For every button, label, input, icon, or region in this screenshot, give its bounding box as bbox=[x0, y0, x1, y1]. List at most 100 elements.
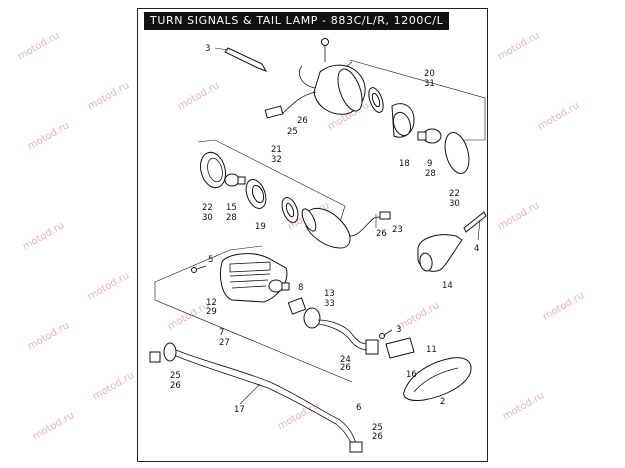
lamp-socket-19 bbox=[251, 184, 265, 204]
callout-21: 21 bbox=[271, 145, 282, 155]
lens-part-22 bbox=[207, 157, 223, 183]
callout-26: 26 bbox=[340, 363, 351, 373]
watermark-text: motod.ru bbox=[16, 30, 61, 62]
callout-5: 5 bbox=[208, 255, 213, 265]
watermark-text: motod.ru bbox=[536, 100, 581, 132]
wire-harness-middle bbox=[349, 215, 385, 237]
callout-3: 3 bbox=[396, 325, 401, 335]
callout-17: 17 bbox=[234, 405, 245, 415]
lens-part-22 bbox=[444, 132, 470, 174]
callout-27: 27 bbox=[219, 338, 230, 348]
callout-4: 4 bbox=[474, 244, 479, 254]
wire-harness-upper bbox=[281, 65, 317, 115]
callout-22: 22 bbox=[202, 203, 213, 213]
watermark-text: motod.ru bbox=[541, 290, 586, 322]
callout-12: 12 bbox=[206, 298, 217, 308]
callout-30: 30 bbox=[449, 199, 460, 209]
connector-part-24 bbox=[365, 339, 379, 355]
wire-harness-17 bbox=[175, 349, 357, 445]
callout-13: 13 bbox=[324, 289, 335, 299]
callout-33: 33 bbox=[324, 299, 335, 309]
callout-25: 25 bbox=[372, 423, 383, 433]
connector-part-25 bbox=[349, 441, 363, 453]
bulb-part-15 bbox=[224, 173, 240, 187]
watermark-text: motod.ru bbox=[166, 300, 211, 332]
cover-part-14 bbox=[419, 252, 433, 272]
callout-28: 28 bbox=[425, 169, 436, 179]
mounting-ring bbox=[285, 202, 295, 218]
lamp-socket-13 bbox=[303, 307, 321, 329]
callout-28: 28 bbox=[226, 213, 237, 223]
lens-part-22 bbox=[200, 151, 226, 189]
callout-3: 3 bbox=[205, 44, 210, 54]
leader-line bbox=[214, 47, 229, 51]
connector-part-23 bbox=[379, 211, 391, 220]
bulb-part-15 bbox=[237, 176, 246, 185]
license-bracket-2 bbox=[413, 367, 459, 393]
watermark-text: motod.ru bbox=[276, 400, 321, 432]
callout-25: 25 bbox=[170, 371, 181, 381]
group-bracket-21-32 bbox=[197, 139, 346, 223]
pin-part-4 bbox=[463, 211, 487, 233]
leader-line bbox=[477, 219, 481, 241]
watermark-text: motod.ru bbox=[31, 410, 76, 442]
connector-part-25 bbox=[149, 351, 161, 363]
lamp-socket-13 bbox=[287, 297, 307, 315]
watermark-text: motod.ru bbox=[86, 270, 131, 302]
callout-labels: 3 20 31 26 25 21 32 18 9 28 22 30 22 30 … bbox=[170, 44, 479, 442]
callout-6: 6 bbox=[356, 403, 361, 413]
callout-29: 29 bbox=[206, 307, 217, 317]
callout-19: 19 bbox=[255, 222, 266, 232]
turn-signal-housing-middle bbox=[301, 208, 317, 232]
bracket-part-16 bbox=[385, 337, 415, 359]
wire-harness-tail bbox=[317, 323, 369, 351]
watermark-text: motod.ru bbox=[26, 320, 71, 352]
grommet-part-25 bbox=[163, 342, 177, 362]
callout-7: 7 bbox=[219, 328, 224, 338]
screw-part-3 bbox=[224, 47, 268, 72]
bulb-part-8 bbox=[268, 279, 284, 293]
wire-harness-tail bbox=[317, 319, 369, 345]
callout-20: 20 bbox=[424, 69, 435, 79]
callout-14: 14 bbox=[442, 281, 453, 291]
watermark-text: motod.ru bbox=[501, 390, 546, 422]
license-bracket-2 bbox=[403, 357, 472, 401]
callout-8: 8 bbox=[298, 283, 303, 293]
callout-11: 11 bbox=[426, 345, 437, 355]
watermark-text: motod.ru bbox=[496, 200, 541, 232]
lamp-socket-18 bbox=[392, 111, 412, 137]
screw-part-3 bbox=[379, 333, 385, 339]
callout-32: 32 bbox=[271, 155, 282, 165]
callout-24: 24 bbox=[340, 355, 351, 365]
callout-30: 30 bbox=[202, 213, 213, 223]
callout-16: 16 bbox=[406, 370, 417, 380]
turn-signal-housing-middle bbox=[305, 207, 351, 249]
leader-line bbox=[239, 383, 261, 405]
watermark-layer: motod.ru motod.ru motod.ru motod.ru moto… bbox=[16, 30, 586, 442]
tail-lamp-lens-12 bbox=[219, 253, 288, 303]
callout-31: 31 bbox=[424, 79, 435, 89]
connector-part-25 bbox=[264, 105, 284, 119]
callout-23: 23 bbox=[392, 225, 403, 235]
group-bracket-20-31 bbox=[349, 59, 486, 141]
diagram-title: TURN SIGNALS & TAIL LAMP - 883C/L/R, 120… bbox=[144, 12, 450, 30]
mounting-ring bbox=[371, 92, 381, 108]
callout-2: 2 bbox=[440, 397, 445, 407]
watermark-text: motod.ru bbox=[86, 80, 131, 112]
watermark-text: motod.ru bbox=[176, 80, 221, 112]
watermark-text: motod.ru bbox=[396, 300, 441, 332]
callout-9: 9 bbox=[427, 159, 432, 169]
watermark-text: motod.ru bbox=[496, 30, 541, 62]
turn-signal-housing-upper bbox=[337, 68, 363, 112]
watermark-text: motod.ru bbox=[26, 120, 71, 152]
callout-26: 26 bbox=[376, 229, 387, 239]
watermark-text: motod.ru bbox=[91, 370, 136, 402]
screw-part-5 bbox=[191, 267, 197, 273]
callout-25: 25 bbox=[287, 127, 298, 137]
group-bracket-7-27 bbox=[154, 245, 263, 283]
wire-harness-17 bbox=[175, 355, 353, 447]
bolt-part bbox=[321, 38, 329, 46]
callout-22: 22 bbox=[449, 189, 460, 199]
